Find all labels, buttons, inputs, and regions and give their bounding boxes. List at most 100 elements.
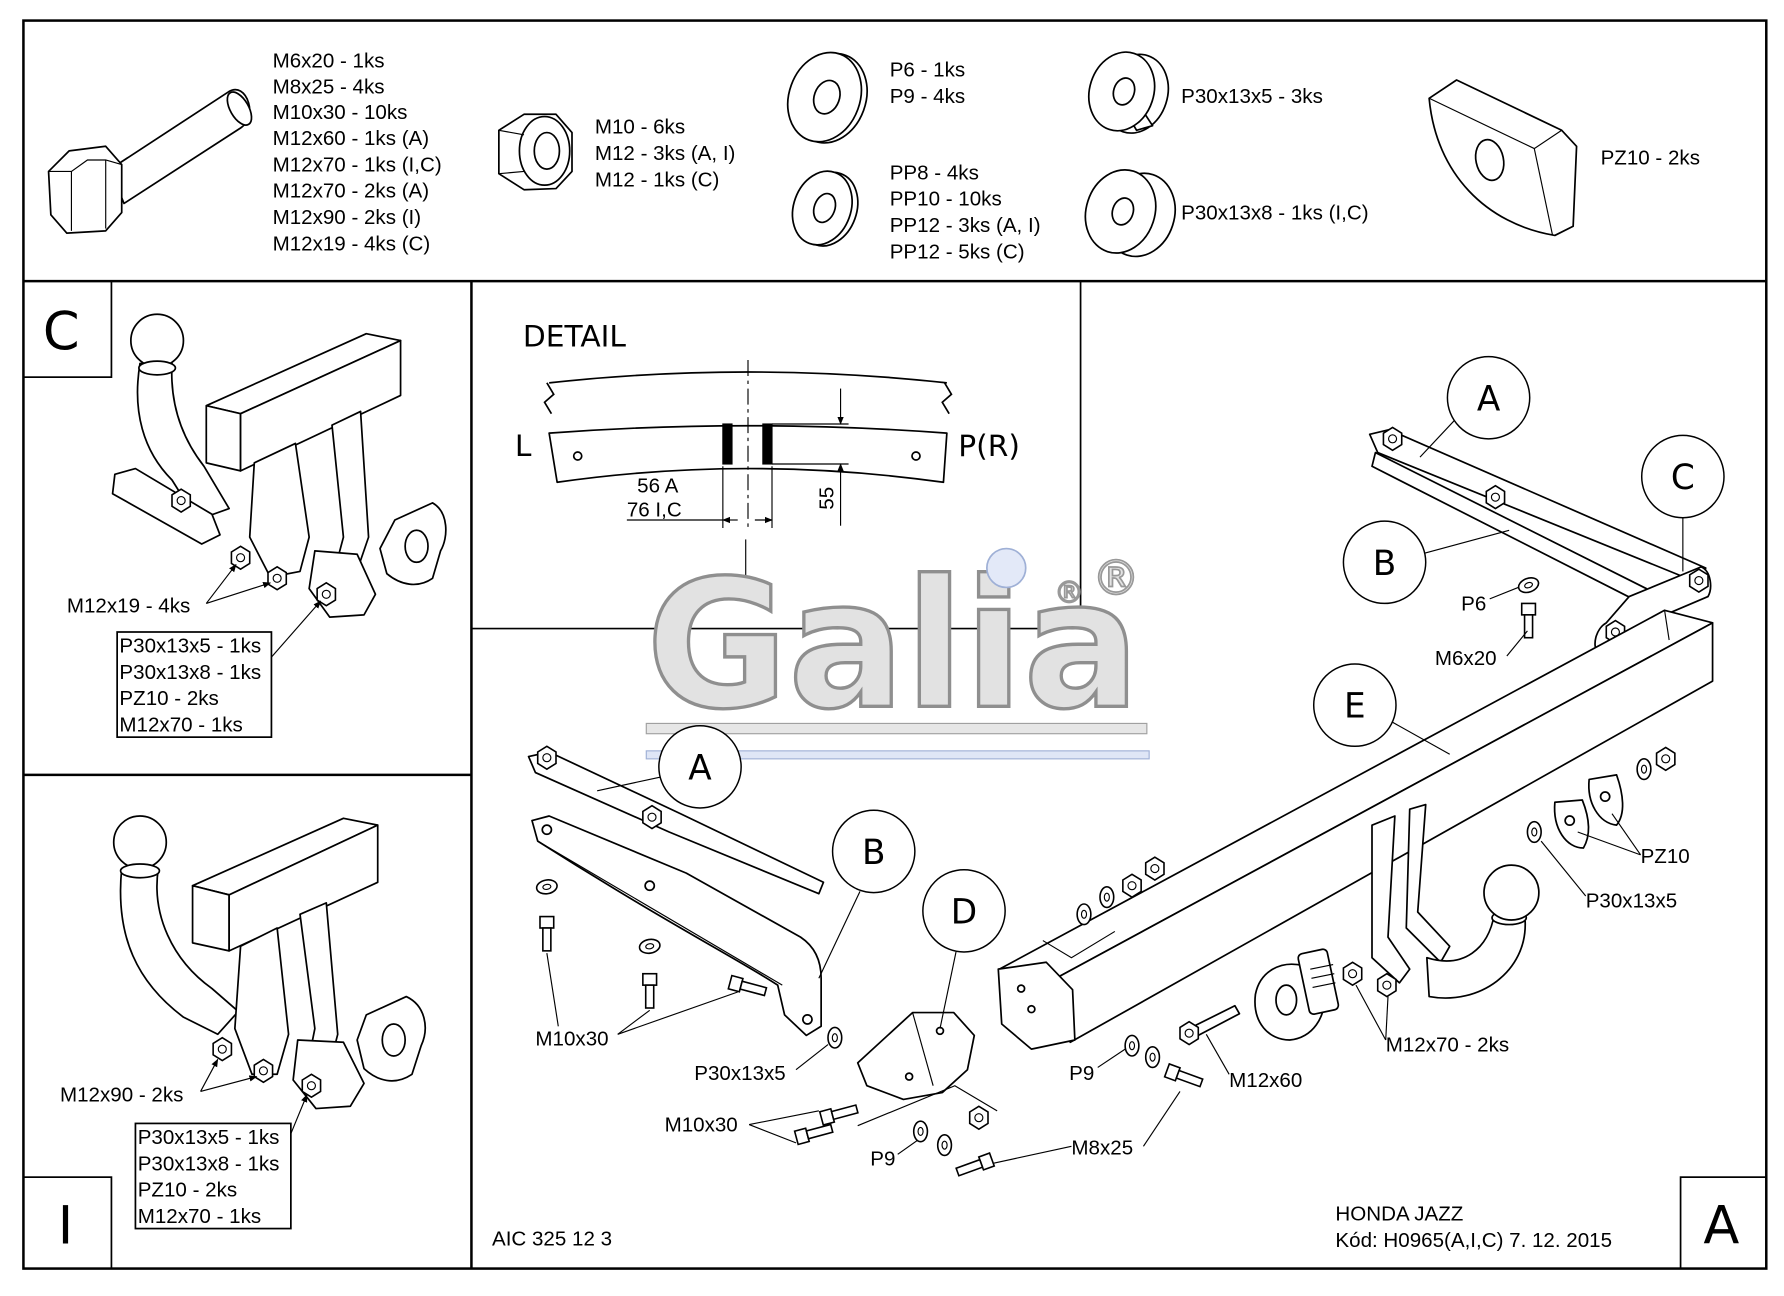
leader-line	[749, 1110, 819, 1126]
leader-line	[200, 1058, 219, 1092]
label-m12x60: M12x60	[1229, 1069, 1302, 1092]
detail-box-border	[471, 281, 1082, 630]
callout-circle	[922, 868, 1006, 953]
callout-letter: B	[862, 833, 886, 873]
callout-circle	[1312, 663, 1397, 748]
leader-line	[897, 1140, 918, 1155]
leader-line	[1392, 721, 1450, 755]
spacer-p30	[827, 1026, 843, 1049]
variant-c-tag-box	[22, 280, 113, 378]
bolt-illustration	[47, 88, 253, 234]
callout-circle	[1640, 434, 1725, 519]
washer-p9	[1124, 1034, 1140, 1057]
nut-m12	[1376, 972, 1397, 998]
detail-right-side: P(R)	[958, 429, 1020, 464]
label-m6x20: M6x20	[1435, 647, 1497, 670]
bolt-head	[47, 145, 123, 234]
bolt-item: M12x90 - 2ks (I)	[273, 206, 422, 229]
leader-line	[546, 953, 559, 1027]
nut-m12	[1655, 746, 1676, 772]
ball-collar	[119, 863, 161, 879]
watermark-registered-large: ®	[1092, 550, 1140, 606]
leader-line	[1419, 420, 1455, 458]
socket-hole	[381, 1023, 406, 1057]
plate-edge	[1533, 148, 1554, 236]
spacer-hole	[1111, 197, 1135, 226]
nut-m12	[212, 1036, 233, 1062]
galia-watermark-logo: Galia ® ®	[645, 541, 1150, 760]
crossbar-end-plate	[997, 961, 1076, 1050]
nut-arm	[536, 745, 557, 770]
variant-i-kit-item: PZ10 - 2ks	[138, 1179, 237, 1202]
callout-letter: A	[1477, 379, 1501, 419]
nut-m12	[301, 1073, 322, 1098]
spacer-8-label: P30x13x8 - 1ks (I,C)	[1181, 201, 1368, 224]
nut-illustration	[497, 113, 573, 191]
title-block: AIC 325 12 3 HONDA JAZZ Kód: H0965(A,I,C…	[492, 1176, 1768, 1270]
leader-line	[205, 563, 237, 604]
spacer-5-label: P30x13x5 - 3ks	[1181, 85, 1323, 108]
variant-a-tag: A	[1703, 1195, 1739, 1256]
callout-a-left: A	[597, 724, 742, 809]
height-dimension: 55	[816, 487, 839, 510]
nut-hole	[533, 131, 561, 170]
receiver-tube-side	[239, 339, 402, 472]
washer-item: PP12 - 3ks (A, I)	[890, 214, 1041, 237]
ball-neck	[119, 867, 240, 1036]
variant-i-kit-item: P30x13x8 - 1ks	[138, 1152, 280, 1175]
nut-arm	[1485, 484, 1506, 510]
end-plate-hole	[1016, 984, 1026, 993]
bolt-list: M6x20 - 1ks M8x25 - 4ks M10x30 - 10ks M1…	[273, 49, 442, 255]
tow-ball	[130, 313, 185, 368]
callout-letter: A	[688, 748, 712, 788]
socket-rib	[1312, 982, 1336, 988]
bolt-thread-end	[226, 91, 253, 126]
outer-border	[22, 19, 1768, 1270]
leader-line	[1489, 586, 1519, 600]
leader-line	[795, 1044, 829, 1071]
variant-i-tag: I	[58, 1195, 74, 1256]
nut-arm	[642, 804, 662, 830]
bolt-item: M12x70 - 1ks (I,C)	[273, 153, 442, 176]
plate-edge	[537, 840, 783, 986]
nut-item: M12 - 3ks (A, I)	[595, 142, 736, 165]
side-plate-b-left	[531, 815, 822, 1037]
plate-illustration	[1428, 79, 1578, 237]
washer-p9	[912, 1120, 929, 1143]
parts-panel: M6x20 - 1ks M8x25 - 4ks M10x30 - 10ks M1…	[47, 49, 1700, 263]
callout-e: E	[1312, 663, 1450, 755]
plate-hole	[1599, 791, 1611, 802]
callout-letter: E	[1344, 687, 1366, 727]
bolt-shaft	[109, 88, 251, 205]
washer-item: PP8 - 4ks	[890, 161, 979, 184]
watermark-blue-dot	[985, 547, 1027, 589]
watermark-underline	[645, 722, 1148, 735]
end-plate-hole	[1027, 1004, 1036, 1014]
washer-item: PP10 - 10ks	[890, 188, 1002, 211]
leader-line	[1611, 813, 1642, 856]
bolt-item: M10x30 - 10ks	[273, 101, 408, 124]
receiver-tube-front	[205, 404, 242, 472]
variant-i-hitch-illustration	[112, 815, 426, 1110]
nut-m10	[1144, 856, 1165, 881]
bolt-item: M6x20 - 1ks	[273, 49, 385, 72]
nut-arm	[1382, 426, 1403, 452]
main-assembly: A C B E A B D	[527, 355, 1725, 1180]
receiver-tube-side	[228, 824, 379, 952]
nut-m12	[1342, 961, 1363, 986]
washer-item: P6 - 1ks	[890, 59, 965, 82]
leader-line	[1385, 996, 1389, 1041]
leader-line	[1205, 1034, 1230, 1075]
leader-line	[1097, 1048, 1126, 1068]
bracket-d	[856, 1011, 976, 1101]
variant-i-tag-box	[22, 1176, 113, 1270]
washer-hole	[812, 79, 841, 115]
label-p9-right: P9	[1069, 1062, 1094, 1085]
hitch-plate-left	[1371, 815, 1411, 984]
variant-i-kit-box	[134, 1122, 292, 1230]
socket-bracket	[111, 467, 221, 545]
bracket-hole	[904, 1072, 914, 1081]
callout-circle	[1446, 355, 1531, 440]
bolt-m12x60-head	[1179, 1020, 1200, 1046]
